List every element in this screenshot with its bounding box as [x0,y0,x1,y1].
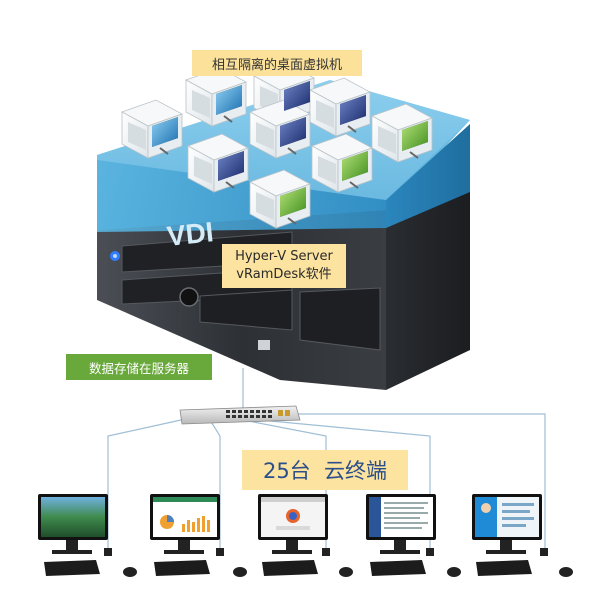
terminal-4 [366,494,461,577]
server-software-line1: Hyper-V Server [235,249,333,264]
server-software-line2: vRamDesk软件 [236,267,332,282]
terminal-3 [258,494,353,577]
vm-isolation-label: 相互隔离的桌面虚拟机 [192,50,362,76]
server-software-label: Hyper-V Server vRamDesk软件 [222,244,346,288]
vm-screens [152,81,428,217]
cloud-terminals-label: 25台 云终端 [242,450,408,490]
vdi-label: VDI [165,216,215,252]
storage-label: 数据存储在服务器 [66,354,212,380]
terminal-2 [150,494,247,577]
terminal-5 [472,494,573,577]
network-switch-icon [179,405,301,425]
terminal-1 [38,494,137,577]
